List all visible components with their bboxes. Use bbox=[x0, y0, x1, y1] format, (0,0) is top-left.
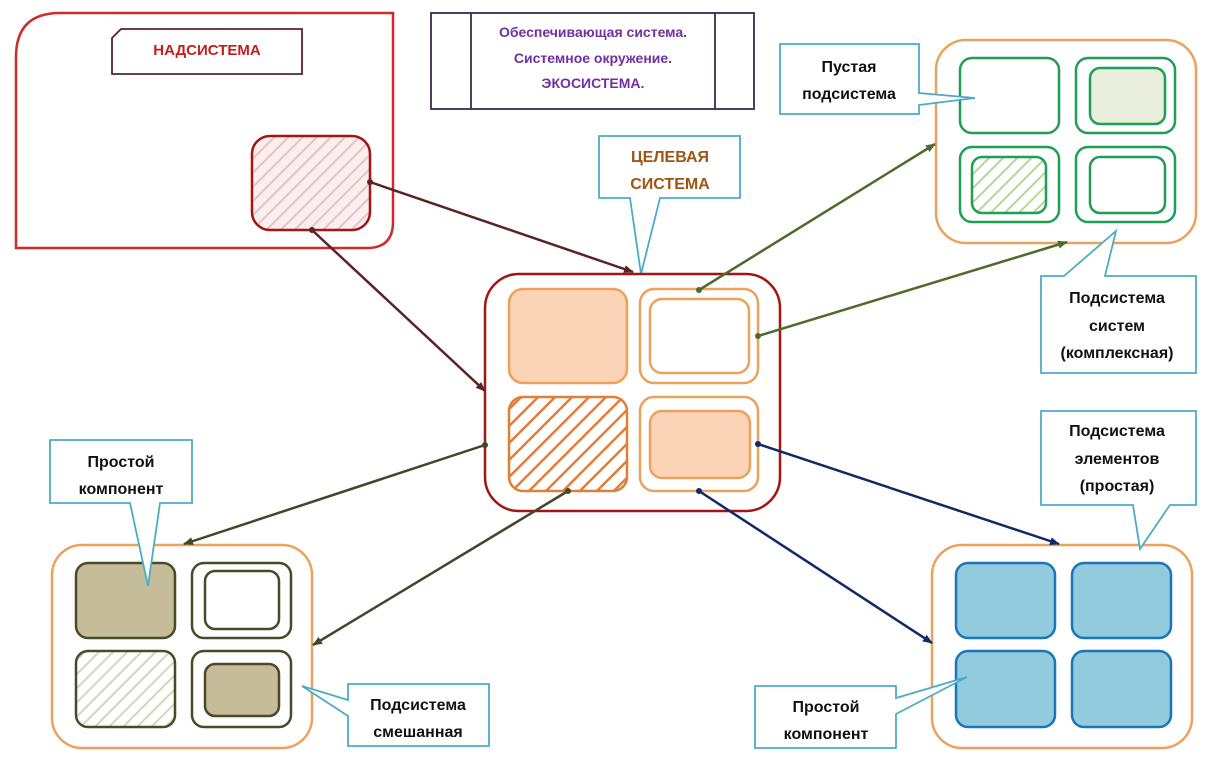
callout-complex-subsystem: Подсистема систем (комплексная) bbox=[1040, 228, 1197, 374]
target-label-line-2: СИСТЕМА bbox=[630, 176, 710, 193]
target-block-hatched bbox=[507, 395, 629, 493]
arrow-nadsistema-to-target-left bbox=[311, 229, 486, 392]
callout-complex-line-3: (комплексная) bbox=[1061, 345, 1174, 362]
simple-block-3 bbox=[954, 649, 1057, 729]
callout-simple-component-right-shape bbox=[754, 676, 968, 749]
simple-block-4 bbox=[1070, 649, 1173, 729]
ecosystem-line-3: ЭКОСИСТЕМА. bbox=[542, 75, 645, 91]
complex-block-empty bbox=[958, 56, 1061, 135]
arrow-dot bbox=[755, 333, 761, 339]
mixed-block-filled bbox=[74, 561, 177, 640]
arrow-target-to-mixed-2 bbox=[312, 489, 569, 647]
callout-mixed-subsystem: Подсистема смешанная bbox=[301, 683, 490, 747]
callout-simple-component-left-line-2: компонент bbox=[79, 481, 164, 498]
target-system bbox=[483, 272, 782, 513]
arrow-target-to-complex-1 bbox=[698, 142, 936, 292]
arrow-target-to-mixed-1 bbox=[183, 443, 486, 546]
arrow-dot bbox=[696, 488, 702, 494]
mixed-block-nested-filled-inner bbox=[203, 662, 281, 718]
target-label-line-1: ЦЕЛЕВАЯ bbox=[631, 149, 709, 166]
callout-simple-component-left-line-1: Простой bbox=[88, 454, 155, 471]
arrow-dot bbox=[482, 442, 488, 448]
simple-block-2 bbox=[1070, 561, 1173, 640]
callout-empty-subsystem-line-2: подсистема bbox=[802, 86, 896, 103]
arrow-target-to-simple-1 bbox=[757, 442, 1060, 546]
callout-simple-component-left-shape bbox=[49, 439, 193, 587]
ecosystem-box: Обеспечивающая система. Системное окруже… bbox=[430, 12, 755, 110]
callout-empty-subsystem-line-1: Пустая bbox=[822, 59, 877, 76]
nadsistema-label-tab bbox=[111, 28, 303, 75]
callout-simple-component-right-line-1: Простой bbox=[793, 699, 860, 716]
complex-subsystem bbox=[934, 38, 1198, 245]
ecosystem-line-2: Системное окружение. bbox=[514, 50, 672, 66]
complex-block-nested-hatched-inner bbox=[970, 155, 1048, 215]
complex-block-nested-empty-inner bbox=[1088, 155, 1167, 215]
nadsistema-label: НАДСИСТЕМА bbox=[153, 42, 261, 59]
callout-mixed-line-2: смешанная bbox=[373, 724, 462, 741]
nadsistema-target-block bbox=[250, 134, 372, 232]
complex-block-nested-filled-inner bbox=[1088, 66, 1167, 126]
target-callout: ЦЕЛЕВАЯ СИСТЕМА bbox=[598, 135, 741, 275]
ecosystem-frame bbox=[430, 12, 755, 110]
mixed-subsystem bbox=[50, 543, 314, 750]
target-block-nested-filled-inner bbox=[648, 409, 752, 480]
callout-empty-subsystem: Пустая подсистема bbox=[779, 43, 976, 115]
arrow-target-to-complex-2 bbox=[757, 240, 1068, 338]
mixed-block-hatched bbox=[74, 649, 177, 729]
callout-simple-elements-line-3: (простая) bbox=[1080, 478, 1155, 495]
ecosystem-line-1: Обеспечивающая система. bbox=[499, 24, 687, 40]
simple-block-1 bbox=[954, 561, 1057, 640]
arrow-dot bbox=[696, 287, 702, 293]
callout-mixed-line-1: Подсистема bbox=[370, 697, 466, 714]
target-block-nested-empty-inner bbox=[648, 297, 751, 375]
target-block-filled bbox=[507, 287, 629, 385]
callout-empty-subsystem-shape bbox=[779, 43, 976, 115]
callout-simple-elements: Подсистема элементов (простая) bbox=[1040, 410, 1197, 552]
callout-simple-component-right-line-2: компонент bbox=[784, 726, 869, 743]
callout-mixed-subsystem-shape bbox=[301, 683, 490, 747]
callout-simple-component-left: Простой компонент bbox=[49, 439, 193, 587]
simple-subsystem bbox=[930, 543, 1194, 750]
callout-simple-elements-shape bbox=[1040, 410, 1197, 552]
callout-complex-line-2: систем bbox=[1089, 318, 1145, 335]
callout-simple-elements-line-1: Подсистема bbox=[1069, 423, 1165, 440]
callout-simple-component-right: Простой компонент bbox=[754, 676, 968, 749]
arrow-dot bbox=[309, 227, 315, 233]
target-callout-shape bbox=[598, 135, 741, 275]
callout-complex-line-1: Подсистема bbox=[1069, 290, 1165, 307]
arrow-dot bbox=[565, 488, 571, 494]
arrows bbox=[183, 142, 1068, 647]
callout-simple-elements-line-2: элементов bbox=[1075, 451, 1160, 468]
nadsistema-group: НАДСИСТЕМА bbox=[14, 11, 395, 250]
arrow-target-to-simple-2 bbox=[698, 489, 933, 645]
callout-complex-subsystem-shape bbox=[1040, 228, 1197, 374]
arrow-dot bbox=[755, 441, 761, 447]
mixed-block-nested-empty-inner bbox=[203, 569, 281, 631]
arrow-dot bbox=[367, 179, 373, 185]
arrow-nadsistema-to-target-top bbox=[369, 180, 634, 274]
